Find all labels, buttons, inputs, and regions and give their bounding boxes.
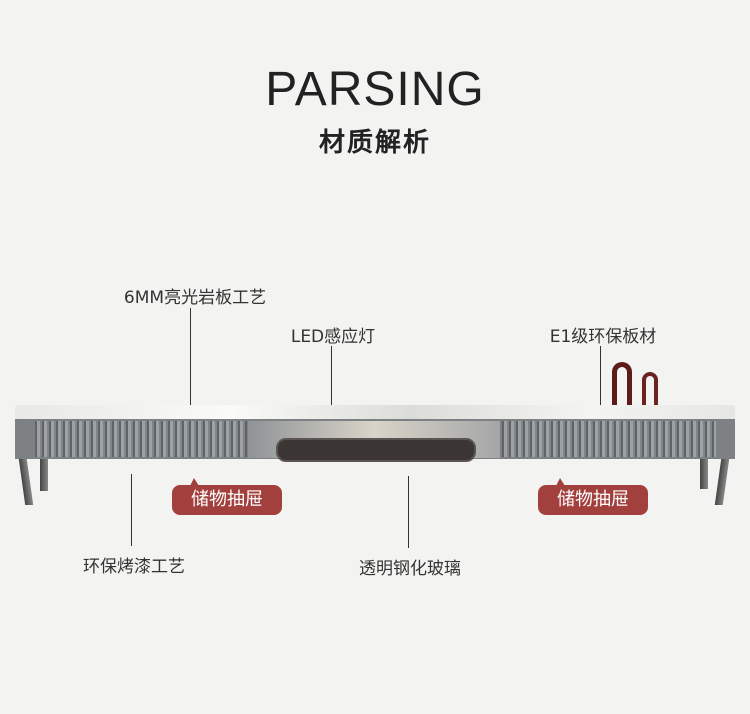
cabinet-leg: [700, 459, 708, 489]
page-subtitle: 材质解析: [318, 128, 431, 158]
left-drawer: [35, 421, 247, 457]
decor-ornament: [642, 372, 658, 412]
decor-ornament: [612, 362, 632, 413]
pointer-line: [131, 474, 132, 546]
glass-window: [276, 438, 476, 462]
pointer-line: [408, 476, 409, 548]
label-paint: 环保烤漆工艺: [83, 557, 185, 577]
storage-drawer-badge: 储物抽屉: [172, 478, 282, 515]
cabinet-leg: [18, 459, 34, 505]
page-title: PARSING: [265, 63, 485, 116]
storage-drawer-badge: 储物抽屉: [538, 478, 648, 515]
label-led: LED感应灯: [290, 327, 376, 347]
pointer-line: [331, 346, 332, 407]
cabinet-leg: [40, 459, 48, 491]
cabinet-top-slab: [15, 405, 735, 419]
cabinet-leg: [714, 459, 730, 505]
label-stone: 6MM亮光岩板工艺: [123, 288, 267, 308]
label-board: E1级环保板材: [549, 327, 657, 347]
label-glass: 透明钢化玻璃: [359, 559, 461, 579]
pointer-line: [600, 346, 601, 406]
pointer-line: [190, 308, 191, 408]
right-drawer: [502, 421, 716, 457]
